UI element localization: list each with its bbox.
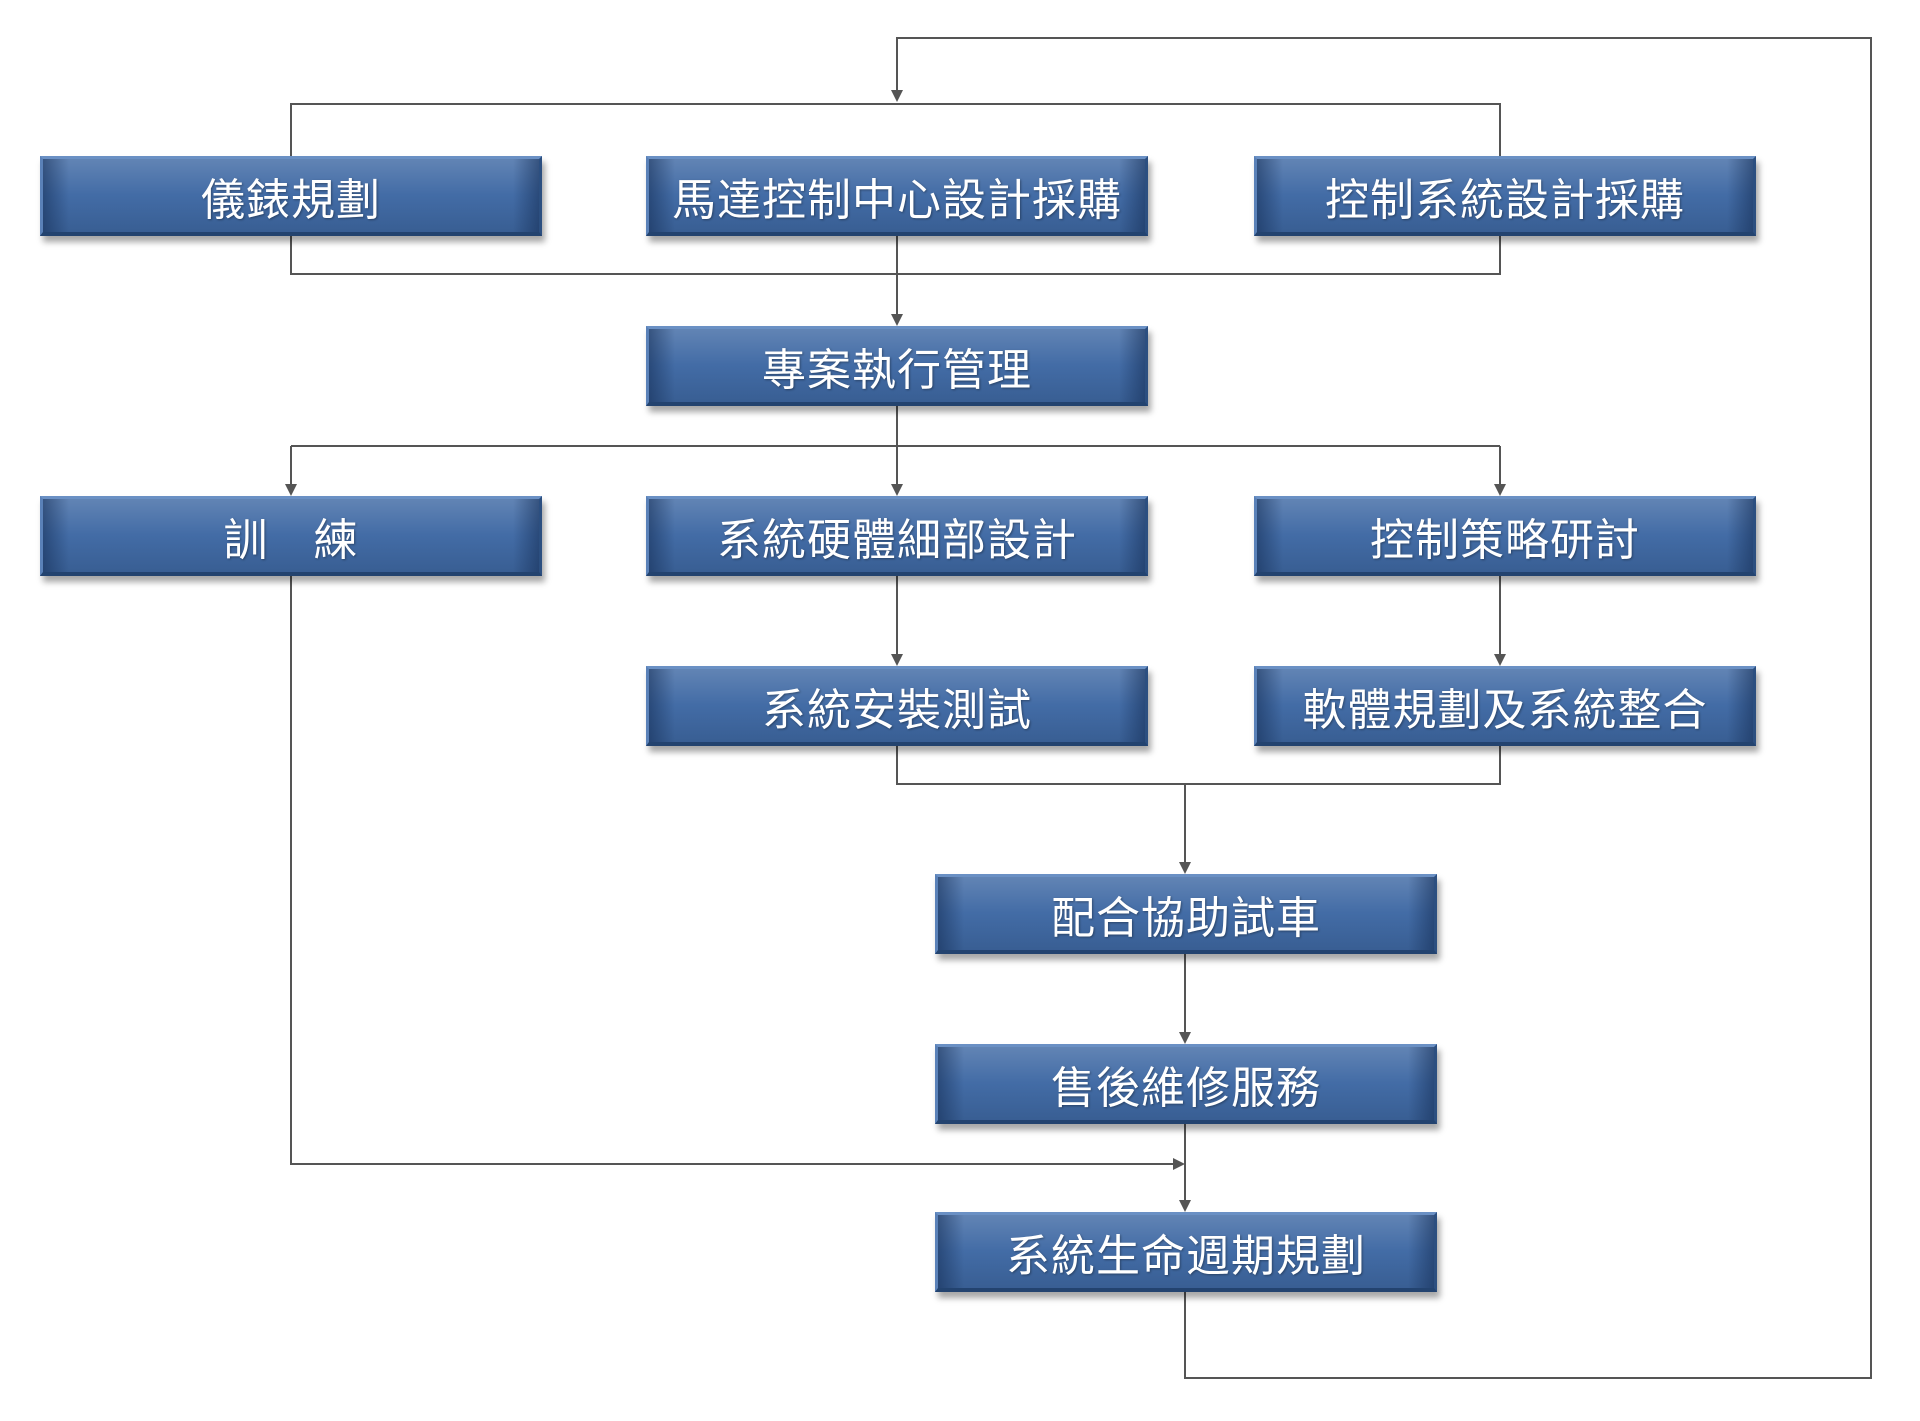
node-assist-trial-run: 配合協助試車 [935,874,1437,954]
node-control-system-design-procurement: 控制系統設計採購 [1254,156,1756,236]
node-training-label: 訓 練 [223,514,359,566]
node-project-execution-management-label: 專案執行管理 [762,344,1032,396]
node-instrument-planning-label: 儀錶規劃 [201,174,381,226]
node-mcc-design-procurement-label: 馬達控制中心設計採購 [672,174,1122,226]
node-control-system-design-procurement-label: 控制系統設計採購 [1325,174,1685,226]
node-system-lifecycle-planning: 系統生命週期規劃 [935,1212,1437,1292]
feedback-loop-line [891,37,1872,1379]
node-control-strategy-discussion-label: 控制策略研討 [1370,514,1640,566]
bottom-bracket-line [290,236,1501,275]
node-control-strategy-discussion: 控制策略研討 [1254,496,1756,576]
node-after-sales-service-label: 售後維修服務 [1051,1062,1321,1114]
node-instrument-planning: 儀錶規劃 [40,156,542,236]
node-assist-trial-run-label: 配合協助試車 [1051,892,1321,944]
merge-to-trial-run-line [896,746,1501,785]
node-software-planning-integration: 軟體規劃及系統整合 [1254,666,1756,746]
node-training: 訓 練 [40,496,542,576]
node-after-sales-service: 售後維修服務 [935,1044,1437,1124]
node-mcc-design-procurement: 馬達控制中心設計採購 [646,156,1148,236]
node-project-execution-management: 專案執行管理 [646,326,1148,406]
node-system-hardware-detail-design: 系統硬體細部設計 [646,496,1148,576]
node-system-lifecycle-planning-label: 系統生命週期規劃 [1006,1230,1366,1282]
top-bracket-line [290,103,1501,156]
node-system-installation-test: 系統安裝測試 [646,666,1148,746]
training-to-lifecycle-line [290,576,1185,1170]
node-system-installation-test-label: 系統安裝測試 [762,684,1032,736]
node-software-planning-integration-label: 軟體規劃及系統整合 [1302,684,1708,736]
node-system-hardware-detail-design-label: 系統硬體細部設計 [717,514,1077,566]
split-line [291,406,1500,447]
